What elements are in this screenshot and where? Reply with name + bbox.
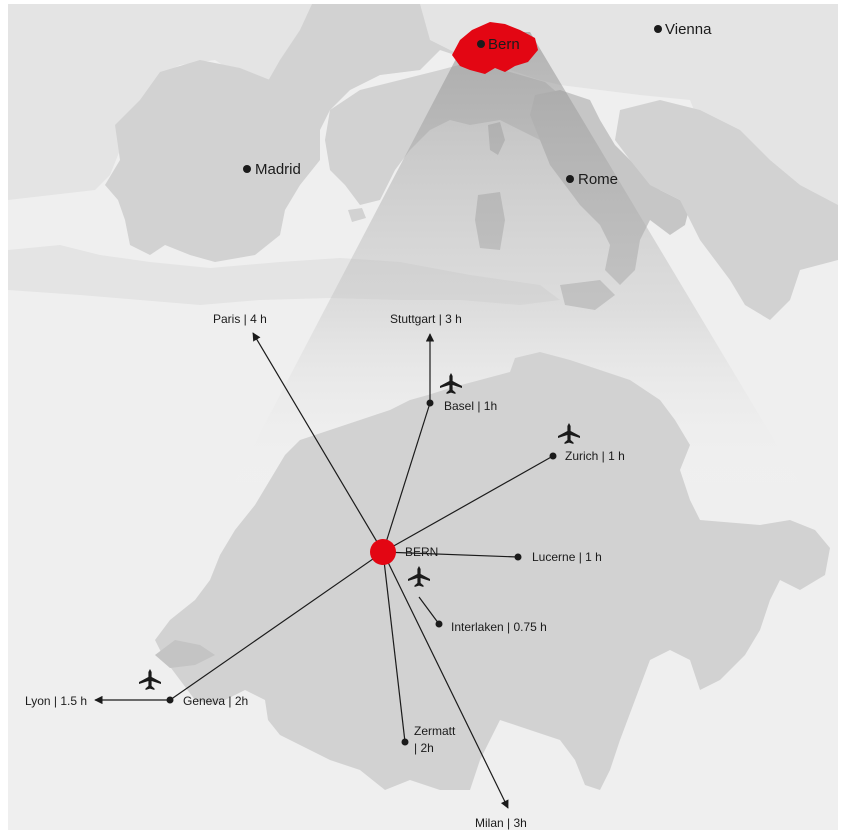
dot-zurich [549,452,557,460]
city-label: Madrid [255,161,301,178]
land-central [260,4,470,120]
label-basel: Basel | 1h [444,399,497,413]
switzerland-highlight [452,22,538,74]
dot-geneva [166,696,174,704]
projection-cone [225,32,810,500]
label-geneva: Geneva | 2h [183,694,248,708]
connection-lines [94,332,554,809]
europe-city-rome: Rome [566,171,618,188]
label-paris: Paris | 4 h [213,312,267,326]
label-zurich: Zurich | 1 h [565,449,625,463]
dot-lucerne [514,553,522,561]
label-stuttgart: Stuttgart | 3 h [390,312,462,326]
route-milan [382,551,509,809]
route-geneva [169,551,384,701]
city-label: Bern [488,36,520,53]
dot-interlaken [435,620,443,628]
europe-city-bern: Bern [477,36,520,53]
europe-city-madrid: Madrid [243,161,301,178]
dot-basel [426,399,434,407]
label-zermatt: Zermatt [414,724,456,738]
route-zermatt [382,551,406,743]
city-dot [654,25,662,33]
label-lucerne: Lucerne | 1 h [532,550,602,564]
europe-city-vienna: Vienna [654,21,712,38]
destination-dots [166,399,557,746]
route-basel [382,402,431,553]
city-dot [477,40,485,48]
label-lyon: Lyon | 1.5 h [25,694,87,708]
land-balearic [348,208,366,222]
land-iberia [105,60,330,262]
route-zurich [382,455,554,553]
route-lucerne [382,551,519,558]
switzerland-map [155,352,830,790]
land-balkans [615,100,838,320]
dot-zermatt [401,738,409,746]
label-interlaken: Interlaken | 0.75 h [451,620,547,634]
bern-hub-label: BERN [405,545,438,559]
route-paris [252,332,384,553]
lake-geneva [155,640,215,668]
city-dot [243,165,251,173]
city-label: Vienna [665,21,712,38]
label-zermatt-time: | 2h [414,741,434,755]
route-interlaken [418,596,440,625]
city-label: Rome [578,171,618,188]
land-north [8,4,838,215]
label-milan: Milan | 3h [475,816,527,830]
bern-hub-dot [370,539,396,565]
city-dot [566,175,574,183]
